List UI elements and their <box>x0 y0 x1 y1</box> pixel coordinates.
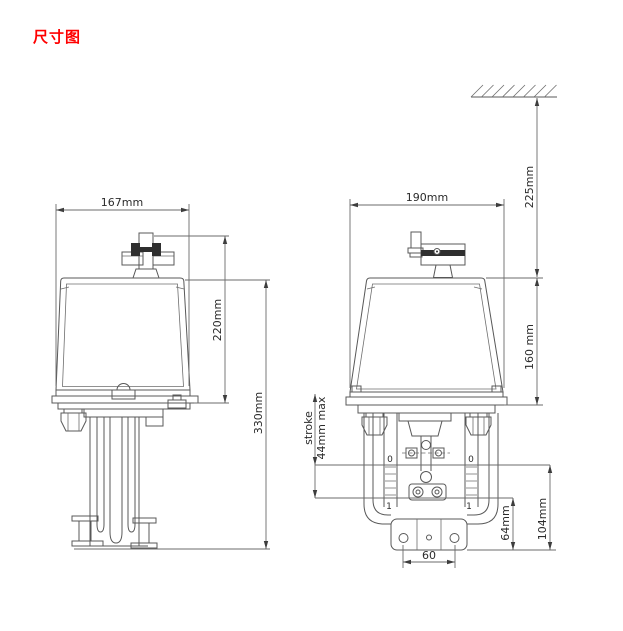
stroke-mark-1-left: 1 <box>386 502 392 512</box>
manual-handle-front <box>121 232 175 279</box>
dim-label-64mm: 64mm <box>499 505 512 540</box>
cable-gland-left <box>361 412 388 436</box>
manual-handle-side <box>407 231 466 278</box>
side-view: 0 0 1 1 <box>302 84 557 568</box>
mounting-flange <box>390 518 468 551</box>
dim-front-width: 167mm <box>55 196 190 386</box>
yoke-columns: 0 0 1 1 <box>383 413 479 512</box>
dim-front-upper-height: 220mm <box>154 235 229 404</box>
dim-label-44mm-max: 44mm max <box>315 396 328 459</box>
mounting-plate-front <box>83 408 164 427</box>
dim-bracket-height: 104mm <box>467 465 556 551</box>
dim-label-190mm: 190mm <box>406 191 448 204</box>
dim-side-width: 190mm <box>349 191 505 388</box>
stroke-mark-0-left: 0 <box>387 455 393 465</box>
actuator-housing-side <box>349 277 504 393</box>
cable-gland-front <box>60 408 87 432</box>
dim-lower-height: 64mm <box>499 498 516 550</box>
base-plates-front <box>51 383 199 410</box>
dim-label-225mm: 225mm <box>523 166 536 208</box>
dim-ceiling-clearance: 225mm <box>523 98 540 277</box>
stem-coupling <box>398 412 452 501</box>
page-title: 尺寸图 <box>33 28 82 46</box>
front-view: 167mm 220mm 330mm <box>51 196 270 550</box>
valve-bracket-front <box>71 515 158 549</box>
yoke-frame <box>363 413 499 525</box>
dim-label-60: 60 <box>422 549 436 562</box>
dim-label-stroke: stroke <box>302 411 315 445</box>
dim-label-330mm: 330mm <box>252 392 265 434</box>
dim-body-height: 160 mm <box>486 277 543 406</box>
dim-label-220mm: 220mm <box>211 299 224 341</box>
dim-label-167mm: 167mm <box>101 196 143 209</box>
dim-stroke: stroke 44mm max <box>302 394 550 499</box>
dim-label-160mm: 160 mm <box>523 324 536 370</box>
actuator-housing-front <box>55 277 191 391</box>
dim-hole-spacing: 60 <box>402 545 456 568</box>
base-plates-side <box>345 385 508 414</box>
dim-front-total-height: 330mm <box>74 279 270 550</box>
stroke-mark-0-right: 0 <box>468 455 474 465</box>
stem-columns-front <box>89 417 140 546</box>
dim-label-104mm: 104mm <box>536 498 549 540</box>
ceiling-hatch <box>470 84 557 98</box>
stroke-mark-1-right: 1 <box>466 502 472 512</box>
